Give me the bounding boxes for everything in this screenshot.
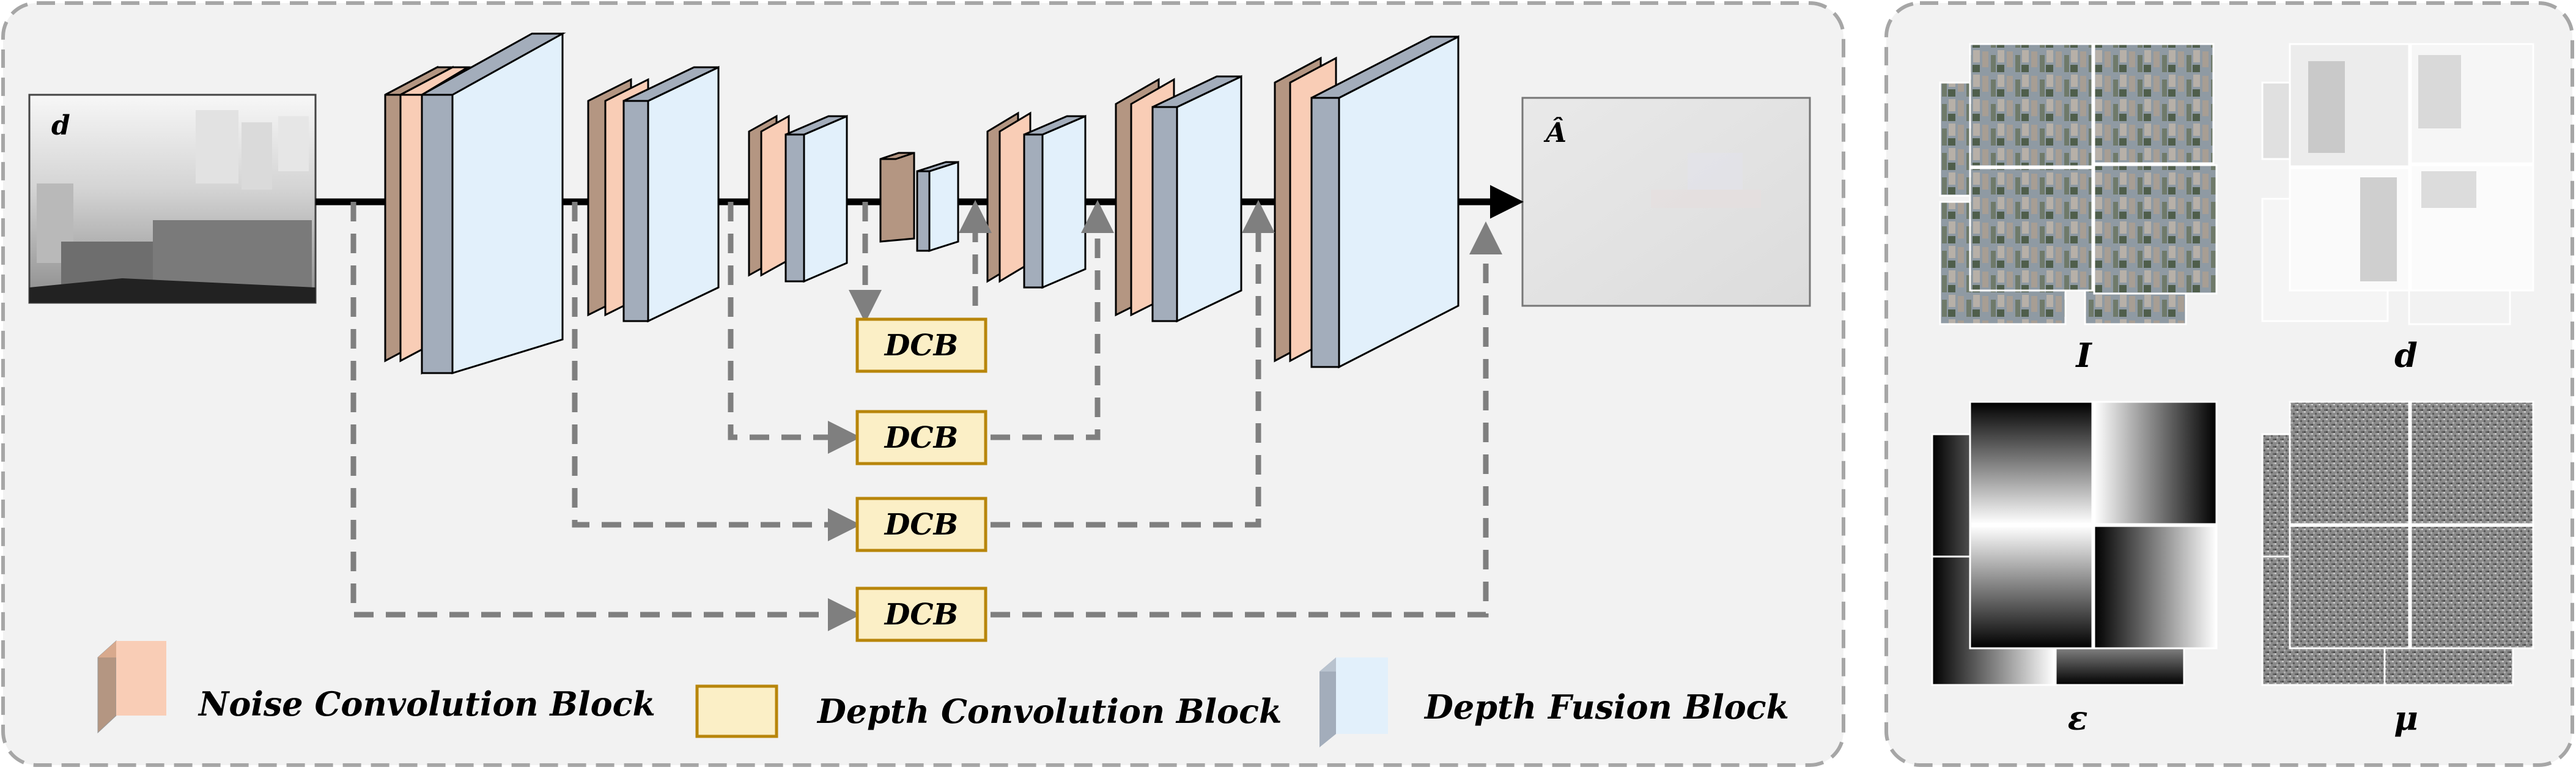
block-6 — [1115, 75, 1242, 323]
dcb-box-1: DCB — [855, 317, 987, 373]
svg-text:ε: ε — [2068, 698, 2088, 738]
block-7 — [1274, 35, 1460, 369]
dcb-box-4: DCB — [855, 587, 987, 642]
svg-text:Noise Convolution Block: Noise Convolution Block — [197, 684, 655, 724]
svg-text:DCB: DCB — [884, 328, 958, 363]
output-label: Â — [1543, 116, 1567, 149]
depth-convolution-blocks: DCB DCB DCB DCB — [855, 317, 987, 642]
rgb-patches-image: I — [1939, 43, 2218, 375]
svg-text:μ: μ — [2394, 698, 2418, 738]
epsilon-patches-image: ε — [1931, 401, 2218, 738]
dcb-box-3: DCB — [855, 497, 987, 552]
data-examples-panel: I d ε — [1884, 1, 2574, 767]
block-3 — [748, 114, 848, 283]
svg-text:DCB: DCB — [884, 421, 958, 455]
legend-depth-fusion: Depth Fusion Block — [1319, 657, 1789, 747]
legend-depth-convolution: Depth Convolution Block — [695, 684, 1282, 738]
svg-text:DCB: DCB — [884, 598, 958, 632]
dcb-box-2: DCB — [855, 410, 987, 465]
block-5 — [986, 111, 1087, 289]
encoder-decoder-blocks — [384, 32, 1460, 375]
svg-text:I: I — [2075, 336, 2092, 375]
input-depth-image: d — [28, 94, 317, 304]
network-architecture-panel: d Â — [1, 1, 1845, 767]
mu-noise-patches-image: μ — [2261, 401, 2534, 738]
output-image: Â — [1521, 97, 1811, 307]
block-2 — [587, 65, 720, 323]
depth-patches-image: d — [2261, 43, 2534, 375]
block-1 — [384, 32, 566, 375]
legend-noise-convolution: Noise Convolution Block — [97, 640, 655, 734]
svg-text:d: d — [2394, 336, 2418, 375]
svg-text:DCB: DCB — [884, 508, 958, 542]
block-4 — [879, 152, 959, 253]
svg-text:Depth Convolution Block: Depth Convolution Block — [816, 692, 1282, 731]
skip-connections — [350, 200, 1502, 631]
legend: Noise Convolution Block Depth Convolutio… — [97, 640, 1789, 747]
input-label: d — [51, 110, 70, 141]
svg-text:Depth Fusion Block: Depth Fusion Block — [1423, 687, 1789, 727]
